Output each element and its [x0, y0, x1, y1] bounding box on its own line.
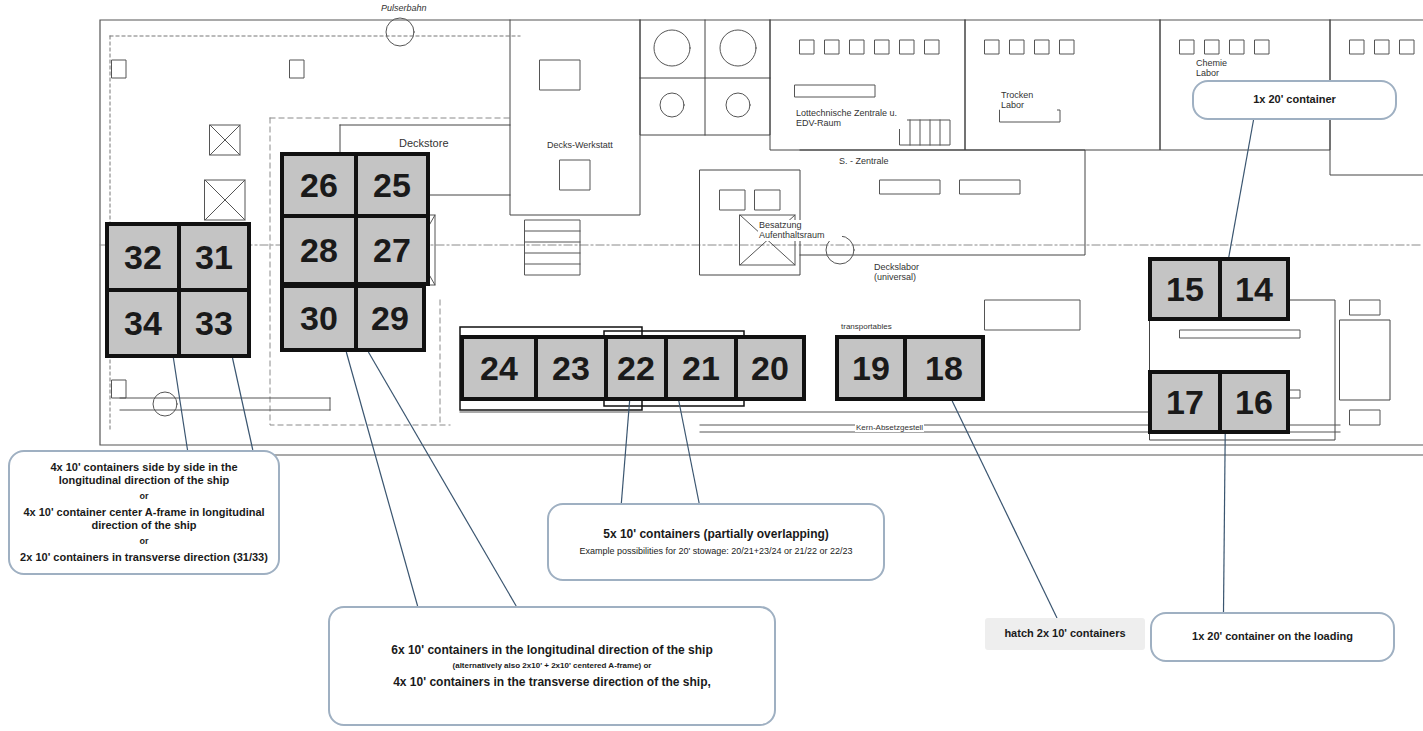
container-number: 33 — [195, 306, 233, 340]
leader-line — [173, 358, 187, 450]
container-slot: 15 — [1148, 257, 1222, 321]
container-number: 26 — [300, 168, 338, 202]
stairs — [525, 120, 950, 275]
container-number: 18 — [925, 351, 963, 385]
container-number: 19 — [852, 351, 890, 385]
callout-box: 5x 10' containers (partially overlapping… — [547, 503, 885, 581]
leader-line — [1229, 120, 1254, 257]
container-slot: 27 — [354, 214, 430, 286]
callout-text-group: 4x 10' containers side by side in the lo… — [20, 461, 268, 565]
container-number: 14 — [1235, 272, 1273, 306]
callout-box: 1x 20' container — [1192, 80, 1397, 120]
container-slot: 25 — [354, 152, 430, 218]
container-number: 31 — [195, 240, 233, 274]
container-number: 20 — [751, 351, 789, 385]
machine — [654, 30, 690, 66]
machine — [726, 93, 750, 117]
callout-text-group: 6x 10' containers in the longitudinal di… — [340, 643, 764, 689]
leader-line — [346, 352, 417, 606]
hull-outline — [100, 20, 1423, 455]
lab-furniture — [540, 40, 1414, 425]
container-number: 16 — [1235, 385, 1273, 419]
machine — [660, 93, 684, 117]
room-label: Deckstore — [398, 137, 450, 150]
leader-line — [233, 358, 253, 450]
room-label: Lottechnische Zentrale u. EDV-Raum — [795, 108, 907, 129]
container-slot: 21 — [664, 335, 738, 401]
container-number: 32 — [124, 240, 162, 274]
room-label: Chemie Labor — [1195, 58, 1247, 79]
callout-text: or — [140, 491, 149, 502]
leader-line — [621, 401, 629, 503]
room-label: Deckslabor (universal) — [873, 262, 950, 283]
callout-text: 4x 10' containers side by side in the lo… — [20, 461, 268, 487]
callout-text: hatch 2x 10' containers — [1004, 627, 1125, 640]
deckstore-drum — [386, 18, 414, 46]
container-slot: 23 — [534, 335, 608, 401]
container-number: 15 — [1166, 272, 1204, 306]
container-slot: 24 — [460, 335, 538, 401]
callout-text: 1x 20' container — [1253, 93, 1336, 106]
container-slot: 16 — [1218, 370, 1290, 434]
container-number: 23 — [552, 351, 590, 385]
container-number: 27 — [373, 233, 411, 267]
room-label: Besatzung Aufenthaltsraum — [758, 220, 842, 241]
container-slot: 34 — [105, 288, 181, 358]
callout-text: 4x 10' containers in the transverse dire… — [393, 675, 711, 689]
container-slot: 32 — [105, 222, 181, 292]
callout-text: 4x 10' container center A-frame in longi… — [20, 506, 268, 532]
container-slot: 33 — [177, 288, 251, 358]
leader-line — [679, 401, 699, 503]
crane-base — [153, 392, 177, 416]
container-slot: 28 — [280, 214, 358, 286]
callout-text: Example possibilities for 20' stowage: 2… — [579, 546, 852, 557]
callout-text: 1x 20' container on the loading — [1192, 630, 1353, 643]
callout-box: hatch 2x 10' containers — [985, 618, 1145, 650]
container-number: 21 — [682, 351, 720, 385]
leader-line — [1224, 434, 1226, 612]
callout-text: 2x 10' containers in transverse directio… — [20, 551, 268, 564]
room-label: Pulserbahn — [380, 3, 428, 13]
container-number: 34 — [124, 306, 162, 340]
callout-text: 5x 10' containers (partially overlapping… — [603, 527, 829, 541]
callout-box: 1x 20' container on the loading — [1150, 612, 1395, 662]
room-label: transportables — [840, 322, 893, 331]
room-label: Decks-Werkstatt — [546, 140, 614, 150]
callout-text-group: 1x 20' container — [1204, 93, 1385, 106]
container-number: 29 — [371, 301, 409, 335]
room-label: Kern-Absetzgestell — [855, 423, 924, 432]
leader-line — [952, 401, 1057, 618]
container-slot: 19 — [835, 335, 907, 401]
callout-text-group: 1x 20' container on the loading — [1162, 630, 1383, 643]
container-number: 17 — [1166, 385, 1204, 419]
container-slot: 20 — [734, 335, 806, 401]
callout-text: 6x 10' containers in the longitudinal di… — [391, 643, 713, 657]
container-number: 30 — [300, 301, 338, 335]
container-slot: 30 — [280, 284, 358, 352]
container-number: 22 — [617, 351, 655, 385]
callout-box: 4x 10' containers side by side in the lo… — [8, 450, 280, 575]
container-slot: 26 — [280, 152, 358, 218]
container-number: 28 — [300, 233, 338, 267]
room-label: S. - Zentrale — [838, 156, 890, 166]
callout-text: or — [140, 536, 149, 547]
container-slot: 14 — [1218, 257, 1290, 321]
machine — [720, 30, 756, 66]
container-groups — [460, 327, 744, 410]
container-number: 25 — [373, 168, 411, 202]
callout-box: 6x 10' containers in the longitudinal di… — [328, 606, 776, 726]
container-slot: 31 — [177, 222, 251, 292]
room-walls — [340, 20, 1423, 440]
container-number: 24 — [480, 351, 518, 385]
container-slot: 18 — [903, 335, 985, 401]
container-slot: 17 — [1148, 370, 1222, 434]
room-label: Trocken Labor — [1000, 90, 1057, 111]
callout-text-group: hatch 2x 10' containers — [995, 627, 1135, 640]
container-slot: 22 — [604, 335, 668, 401]
container-slot: 29 — [354, 284, 426, 352]
callout-text: (alternatively also 2x10' + 2x10' center… — [453, 661, 652, 671]
callout-text-group: 5x 10' containers (partially overlapping… — [559, 527, 873, 556]
hatch-cross — [205, 125, 795, 285]
